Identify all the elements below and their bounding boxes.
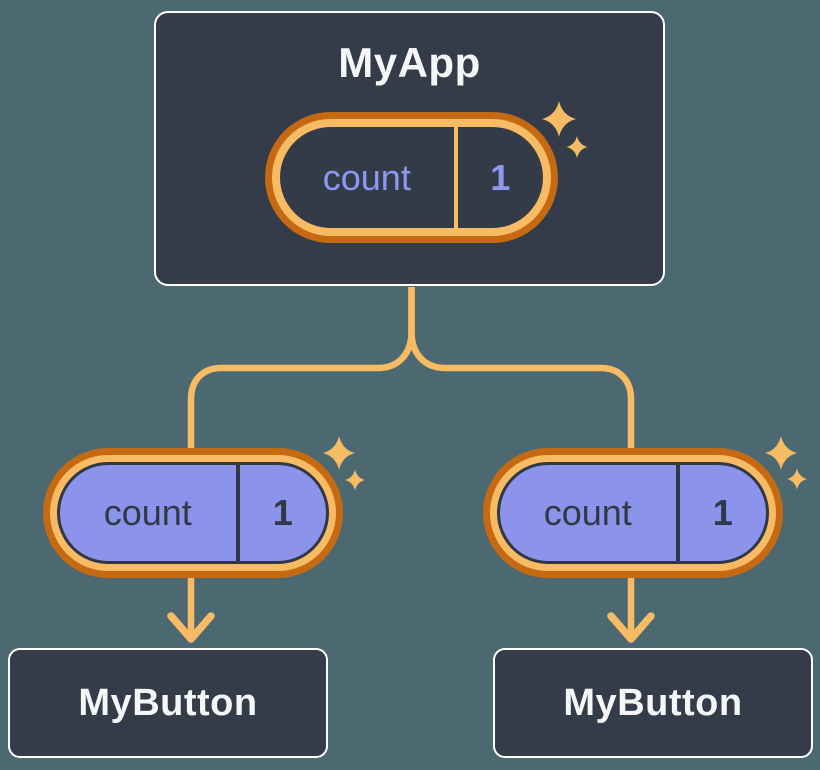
state-pill-left-child: count 1	[43, 448, 343, 578]
node-title: MyButton	[78, 681, 258, 724]
node-title: MyButton	[563, 681, 743, 724]
state-label: count	[543, 492, 632, 533]
mybutton-node-left: MyButton	[8, 648, 328, 758]
sparkle-icon	[787, 468, 807, 490]
state-value: 1	[490, 156, 511, 198]
pill-divider	[453, 127, 458, 228]
sparkle-icon	[765, 436, 797, 470]
state-pill-root: count 1	[265, 112, 558, 243]
pill-inner-ring: count 1	[490, 455, 776, 571]
arrow-down-icon	[607, 612, 655, 643]
pill-inner-ring: count 1	[50, 455, 336, 571]
state-value: 1	[712, 492, 733, 533]
state-value: 1	[272, 492, 293, 533]
pill-inner-ring: count 1	[272, 119, 551, 236]
mybutton-node-right: MyButton	[493, 648, 813, 758]
state-pill-right-child: count 1	[483, 448, 783, 578]
pill-divider	[675, 465, 680, 561]
state-label: count	[322, 156, 411, 198]
sparkle-icon	[345, 469, 365, 491]
sparkle-icon	[323, 436, 355, 470]
node-title: MyApp	[338, 39, 481, 86]
state-label: count	[103, 492, 192, 533]
arrow-down-icon	[167, 612, 215, 643]
